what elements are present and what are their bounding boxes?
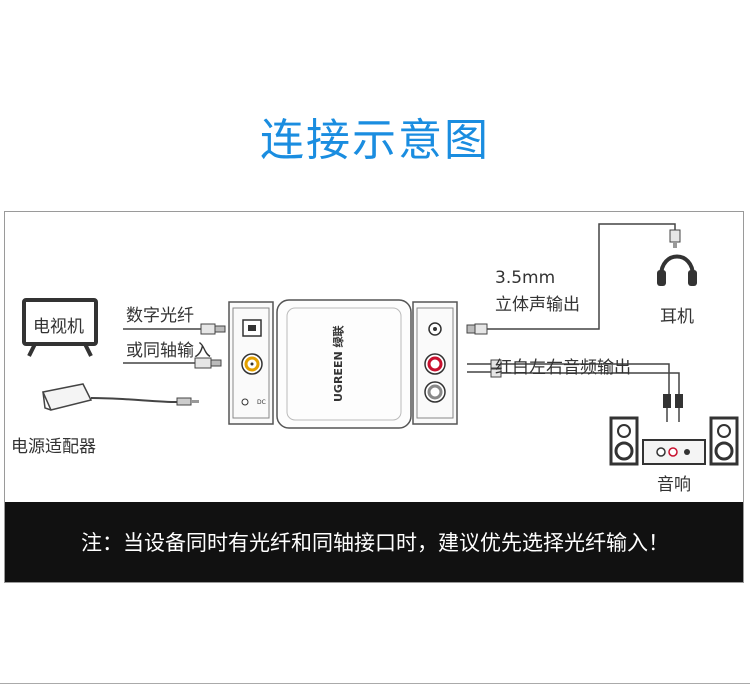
page-title: 连接示意图 xyxy=(260,115,490,166)
rca-cable xyxy=(467,359,683,422)
converter-input-panel: DC xyxy=(228,301,274,425)
optical-cable xyxy=(123,323,226,335)
stereo-output-label: 立体声输出 xyxy=(495,295,580,315)
speaker-system-icon xyxy=(609,416,739,466)
rca-output-label: 红白左右音频输出 xyxy=(495,358,631,378)
svg-text:DC: DC xyxy=(257,399,266,406)
stereo-output-size-label: 3.5mm xyxy=(495,268,556,288)
tv-label: 电视机 xyxy=(33,317,84,337)
power-adapter-icon xyxy=(41,383,199,411)
converter-output-panel xyxy=(412,301,458,425)
headphones-icon xyxy=(657,254,697,286)
tv-icon xyxy=(22,298,98,357)
note-banner: 注：当设备同时有光纤和同轴接口时，建议优先选择光纤输入！ xyxy=(5,502,743,582)
converter-body: UGREEN 绿联 xyxy=(276,299,412,429)
headphones-label: 耳机 xyxy=(660,307,694,327)
stereo-cable xyxy=(466,223,681,335)
brand-logo-text: UGREEN 绿联 xyxy=(331,326,345,403)
diagram-drawing: DC UGREEN 绿联 xyxy=(22,223,739,466)
bottom-divider xyxy=(0,683,750,684)
connection-diagram-panel: DC UGREEN 绿联 xyxy=(4,211,744,583)
coaxial-cable xyxy=(123,357,222,369)
optical-label: 数字光纤 xyxy=(126,306,194,326)
speakers-label: 音响 xyxy=(657,475,691,495)
coaxial-label: 或同轴输入 xyxy=(126,341,211,361)
power-adapter-label: 电源适配器 xyxy=(11,437,96,457)
